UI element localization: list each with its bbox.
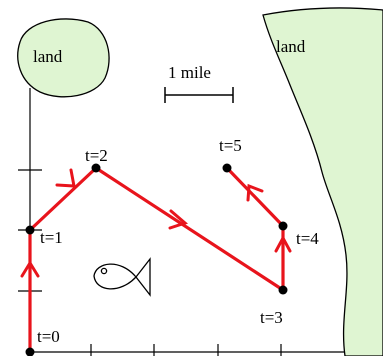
scale-label: 1 mile xyxy=(168,63,211,82)
land-right xyxy=(262,7,383,356)
point-t0 xyxy=(25,347,35,356)
arrow-head xyxy=(274,234,292,253)
point-t3 xyxy=(278,285,288,295)
fish-icon xyxy=(93,257,151,297)
land-island xyxy=(17,18,110,98)
point-label-t5: t=5 xyxy=(219,136,242,155)
arrow-head xyxy=(55,168,76,188)
arrow-head xyxy=(246,183,264,202)
path-points xyxy=(25,163,288,356)
boat-path xyxy=(28,166,285,352)
arrow-head xyxy=(20,260,40,278)
point-label-t3: t=3 xyxy=(260,308,283,327)
point-label-t0: t=0 xyxy=(37,327,60,346)
point-label-t2: t=2 xyxy=(85,146,108,165)
point-t2 xyxy=(91,163,101,173)
arrow-head xyxy=(168,209,188,230)
point-label-t4: t=4 xyxy=(296,229,319,248)
point-label-t1: t=1 xyxy=(40,228,63,247)
land-label-right: land xyxy=(276,37,306,56)
path-arrows xyxy=(20,168,292,278)
land-label-left: land xyxy=(33,47,63,66)
point-t4 xyxy=(278,221,288,231)
point-t1 xyxy=(25,225,35,235)
scale-bar xyxy=(164,87,234,103)
point-t5 xyxy=(222,163,232,173)
